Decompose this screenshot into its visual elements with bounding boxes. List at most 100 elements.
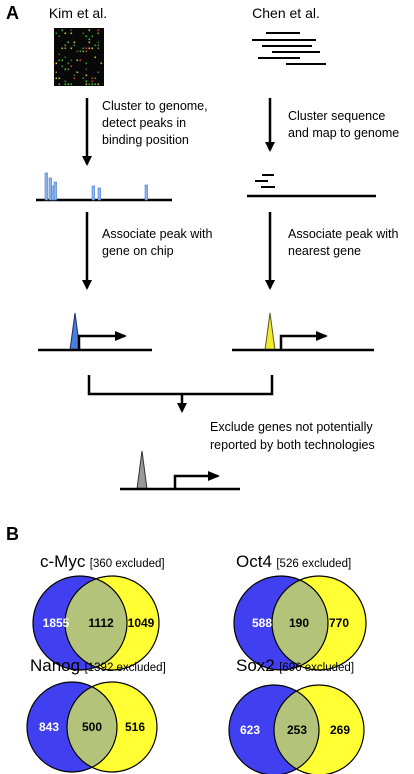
microarray-spot	[88, 41, 91, 44]
microarray-spot	[85, 80, 88, 83]
chen-genome-reads	[247, 174, 376, 198]
microarray-spot	[70, 47, 73, 50]
microarray-spot	[94, 83, 97, 86]
panel-b-label: B	[6, 524, 19, 544]
shared-count: 500	[82, 720, 102, 734]
microarray-spot	[64, 44, 67, 47]
microarray-spot	[82, 47, 85, 50]
kim-genome-peaks	[36, 172, 172, 202]
microarray-spot	[70, 59, 73, 62]
microarray-spot	[76, 59, 79, 62]
venn-title: Oct4 [526 excluded]	[236, 552, 351, 571]
microarray-spot	[85, 35, 88, 38]
chen-only-count: 516	[125, 720, 145, 734]
left-step2-line: gene on chip	[102, 244, 174, 258]
venn-title: Sox2 [696 excluded]	[236, 656, 354, 675]
venn-nanog: Nanog [1392 excluded] 843 500 516	[26, 656, 166, 773]
microarray-spot	[85, 83, 88, 86]
microarray-spot	[55, 77, 58, 80]
merged-peak	[136, 450, 148, 490]
shared-count: 190	[289, 616, 309, 630]
sequence-reads	[252, 32, 326, 65]
chen-source-label: Chen et al.	[252, 5, 320, 21]
excluded-count: [696 excluded]	[279, 662, 354, 674]
gene-name: c-Myc	[40, 552, 86, 571]
right-step2-line: Associate peak with	[288, 227, 399, 241]
right-step1-line: Cluster sequence	[288, 109, 385, 123]
right-step2-text: Associate peak with nearest gene	[288, 227, 402, 258]
merged-gene-with-peak	[120, 450, 240, 491]
excluded-count: [360 excluded]	[90, 558, 165, 570]
microarray-spots	[55, 29, 103, 86]
right-step1-line: and map to genome	[288, 126, 399, 140]
microarray-spot	[97, 29, 100, 32]
microarray-spot	[82, 32, 85, 35]
right-step2-line: nearest gene	[288, 244, 361, 258]
microarray-spot	[91, 35, 94, 38]
microarray-image	[54, 28, 104, 86]
left-step1-line: Cluster to genome,	[102, 99, 208, 113]
shared-count: 1112	[88, 616, 114, 630]
left-step1-line: detect peaks in	[102, 116, 186, 130]
microarray-spot	[58, 53, 61, 56]
microarray-spot	[79, 50, 82, 53]
microarray-spot	[61, 29, 64, 32]
chen-peak	[264, 312, 276, 351]
microarray-spot	[88, 83, 91, 86]
microarray-spot	[94, 77, 97, 80]
microarray-spot	[64, 32, 67, 35]
microarray-spot	[91, 83, 94, 86]
microarray-spot	[97, 44, 100, 47]
microarray-spot	[58, 77, 61, 80]
shared-count: 253	[287, 723, 307, 737]
merge-bracket	[87, 375, 274, 396]
tss-arrow	[173, 471, 220, 489]
chen-only-count: 1049	[128, 616, 155, 630]
left-step1-text: Cluster to genome, detect peaks in bindi…	[102, 99, 211, 147]
microarray-spot	[67, 68, 70, 71]
microarray-spot	[97, 32, 100, 35]
gene-name: Sox2	[236, 656, 275, 675]
microarray-spot	[64, 56, 67, 59]
microarray-spot	[97, 41, 100, 44]
microarray-spot	[79, 59, 82, 62]
merge-step-line: reported by both technologies	[210, 438, 375, 452]
right-step1-text: Cluster sequence and map to genome	[288, 109, 399, 140]
microarray-spot	[61, 47, 64, 50]
microarray-spot	[70, 65, 73, 68]
microarray-spot	[91, 47, 94, 50]
venn-sox2: Sox2 [696 excluded] 623 253 269	[228, 656, 365, 774]
kim-gene-with-peak	[38, 312, 152, 352]
excluded-count: [1392 excluded]	[85, 662, 166, 674]
microarray-spot	[55, 62, 58, 65]
microarray-spot	[85, 74, 88, 77]
gene-name: Nanog	[30, 656, 80, 675]
microarray-spot	[88, 29, 91, 32]
microarray-spot	[64, 68, 67, 71]
excluded-count: [526 excluded]	[276, 558, 351, 570]
kim-only-count: 623	[240, 723, 260, 737]
microarray-spot	[82, 50, 85, 53]
chen-gene-with-peak	[232, 312, 374, 352]
microarray-spot	[67, 62, 70, 65]
microarray-spot	[85, 50, 88, 53]
microarray-spot	[64, 80, 67, 83]
microarray-spot	[76, 71, 79, 74]
venn-oct4: Oct4 [526 excluded] 588 190 770	[233, 552, 367, 671]
microarray-spot	[67, 41, 70, 44]
venn-c-myc: c-Myc [360 excluded] 1855 1112 1049	[32, 552, 165, 671]
microarray-spot	[61, 65, 64, 68]
microarray-spot	[97, 83, 100, 86]
microarray-spot	[58, 35, 61, 38]
merge-step-text: Exclude genes not potentially reported b…	[210, 420, 376, 452]
microarray-spot	[55, 32, 58, 35]
microarray-spot	[85, 62, 88, 65]
panel-a-label: A	[6, 3, 19, 23]
microarray-spot	[73, 41, 76, 44]
microarray-spot	[97, 71, 100, 74]
microarray-spot	[88, 47, 91, 50]
microarray-spot	[58, 83, 61, 86]
microarray-spot	[61, 59, 64, 62]
microarray-spot	[73, 77, 76, 80]
